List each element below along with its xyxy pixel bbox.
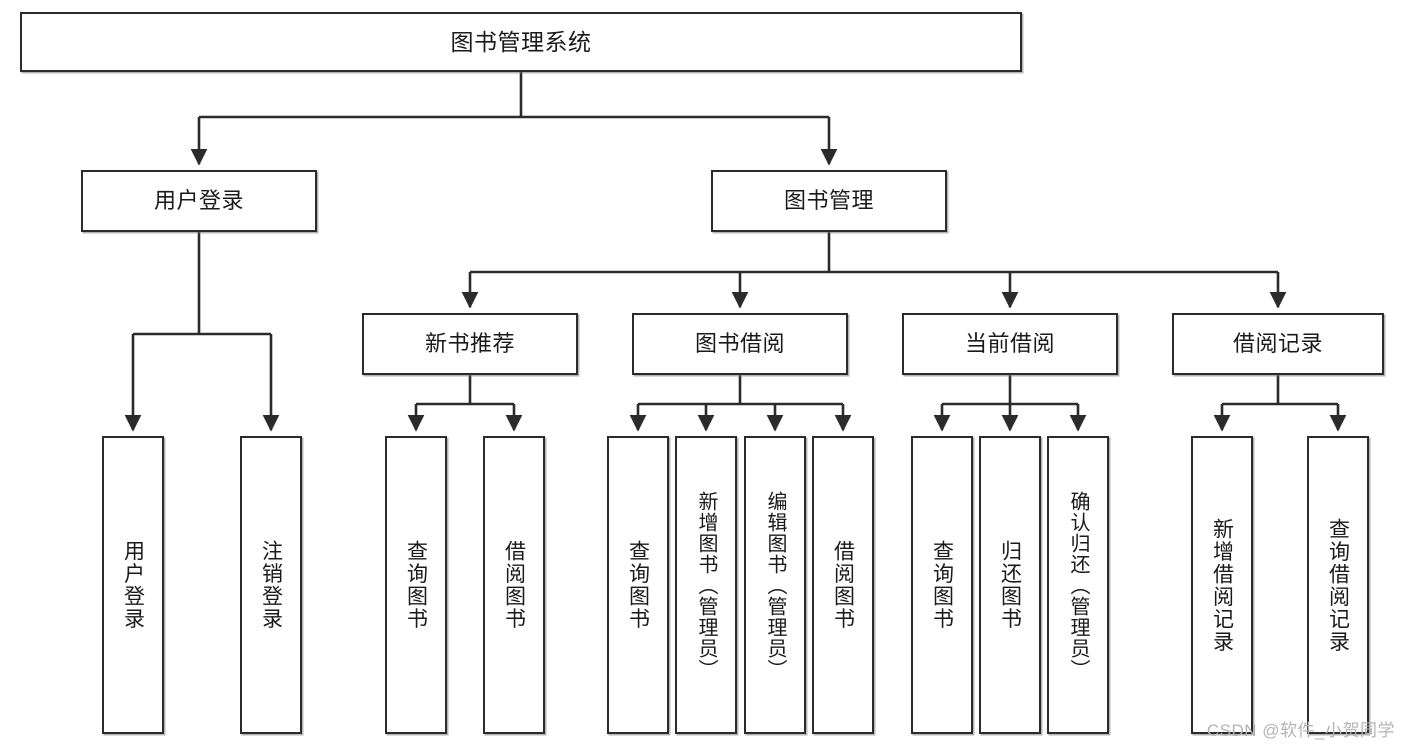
node-label: 当前借阅: [964, 331, 1055, 357]
node-label: 新书推荐: [424, 331, 515, 357]
node-label: 用户登录: [153, 188, 244, 214]
node-book-borrow[interactable]: 图书借阅: [632, 313, 848, 375]
leaf-borrow-edit-book[interactable]: 编辑图书（管理员）: [744, 436, 806, 734]
node-label: 查询图书: [930, 540, 954, 630]
node-book-management[interactable]: 图书管理: [711, 170, 947, 232]
node-label: 新增图书（管理员）: [695, 490, 717, 680]
node-label: 图书管理系统: [450, 28, 592, 55]
watermark-text: CSDN @软件_小贺同学: [1206, 721, 1395, 740]
node-label: 图书借阅: [694, 331, 785, 357]
node-current-borrow[interactable]: 当前借阅: [902, 313, 1118, 375]
node-label: 借阅图书: [502, 540, 526, 630]
leaf-current-return-book[interactable]: 归还图书: [979, 436, 1041, 734]
node-label: 借阅图书: [831, 540, 855, 630]
node-label: 图书管理: [783, 188, 874, 214]
node-user-login[interactable]: 用户登录: [81, 170, 317, 232]
leaf-record-add[interactable]: 新增借阅记录: [1191, 436, 1253, 734]
node-label: 查询图书: [404, 540, 428, 630]
node-label: 确认归还（管理员）: [1067, 490, 1089, 680]
leaf-record-query[interactable]: 查询借阅记录: [1307, 436, 1369, 734]
leaf-new-book-query[interactable]: 查询图书: [385, 436, 447, 734]
node-label: 查询图书: [626, 540, 650, 630]
leaf-borrow-query-book[interactable]: 查询图书: [607, 436, 669, 734]
node-label: 编辑图书（管理员）: [764, 490, 786, 680]
node-label: 查询借阅记录: [1326, 517, 1350, 653]
leaf-borrow-borrow-book[interactable]: 借阅图书: [812, 436, 874, 734]
node-label: 借阅记录: [1232, 331, 1323, 357]
leaf-new-book-borrow[interactable]: 借阅图书: [483, 436, 545, 734]
leaf-user-login-logout[interactable]: 注销登录: [240, 436, 302, 734]
node-label: 注销登录: [259, 540, 283, 630]
node-new-book-recommend[interactable]: 新书推荐: [362, 313, 578, 375]
leaf-current-query-book[interactable]: 查询图书: [911, 436, 973, 734]
node-label: 新增借阅记录: [1210, 517, 1234, 653]
node-label: 归还图书: [998, 540, 1022, 630]
leaf-current-confirm-return[interactable]: 确认归还（管理员）: [1047, 436, 1109, 734]
leaf-user-login-login[interactable]: 用户登录: [102, 436, 164, 734]
leaf-borrow-add-book[interactable]: 新增图书（管理员）: [675, 436, 737, 734]
node-label: 用户登录: [121, 540, 145, 630]
node-borrow-record[interactable]: 借阅记录: [1172, 313, 1384, 375]
node-root-system[interactable]: 图书管理系统: [20, 12, 1022, 72]
